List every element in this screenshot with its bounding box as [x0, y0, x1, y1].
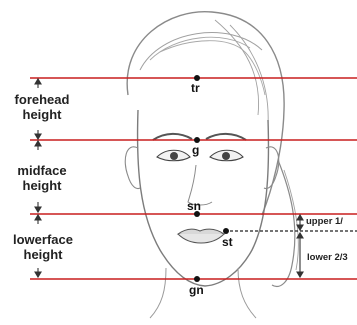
stomion-label: st: [222, 236, 233, 249]
gnathion-point: [194, 276, 200, 282]
trichion-label: tr: [191, 82, 200, 95]
lower-two-thirds-label: lower 2/3: [307, 252, 348, 263]
right-dimension-arrows: [297, 215, 303, 277]
midface-label-line2: height: [2, 178, 82, 193]
lowerface-label-line2: height: [2, 247, 84, 262]
upper-third-label: upper 1/: [306, 216, 343, 227]
midface-label-line1: midface: [2, 163, 82, 178]
subnasale-label: sn: [187, 200, 201, 213]
forehead-label-line1: forehead: [2, 92, 82, 107]
glabella-label: g: [192, 144, 199, 157]
midface-height-label: midface height: [2, 163, 82, 193]
lowerface-label-line1: lowerface: [2, 232, 84, 247]
stomion-point: [223, 228, 229, 234]
gnathion-label: gn: [189, 284, 204, 297]
forehead-height-label: forehead height: [2, 92, 82, 122]
lowerface-height-label: lowerface height: [2, 232, 84, 262]
forehead-label-line2: height: [2, 107, 82, 122]
